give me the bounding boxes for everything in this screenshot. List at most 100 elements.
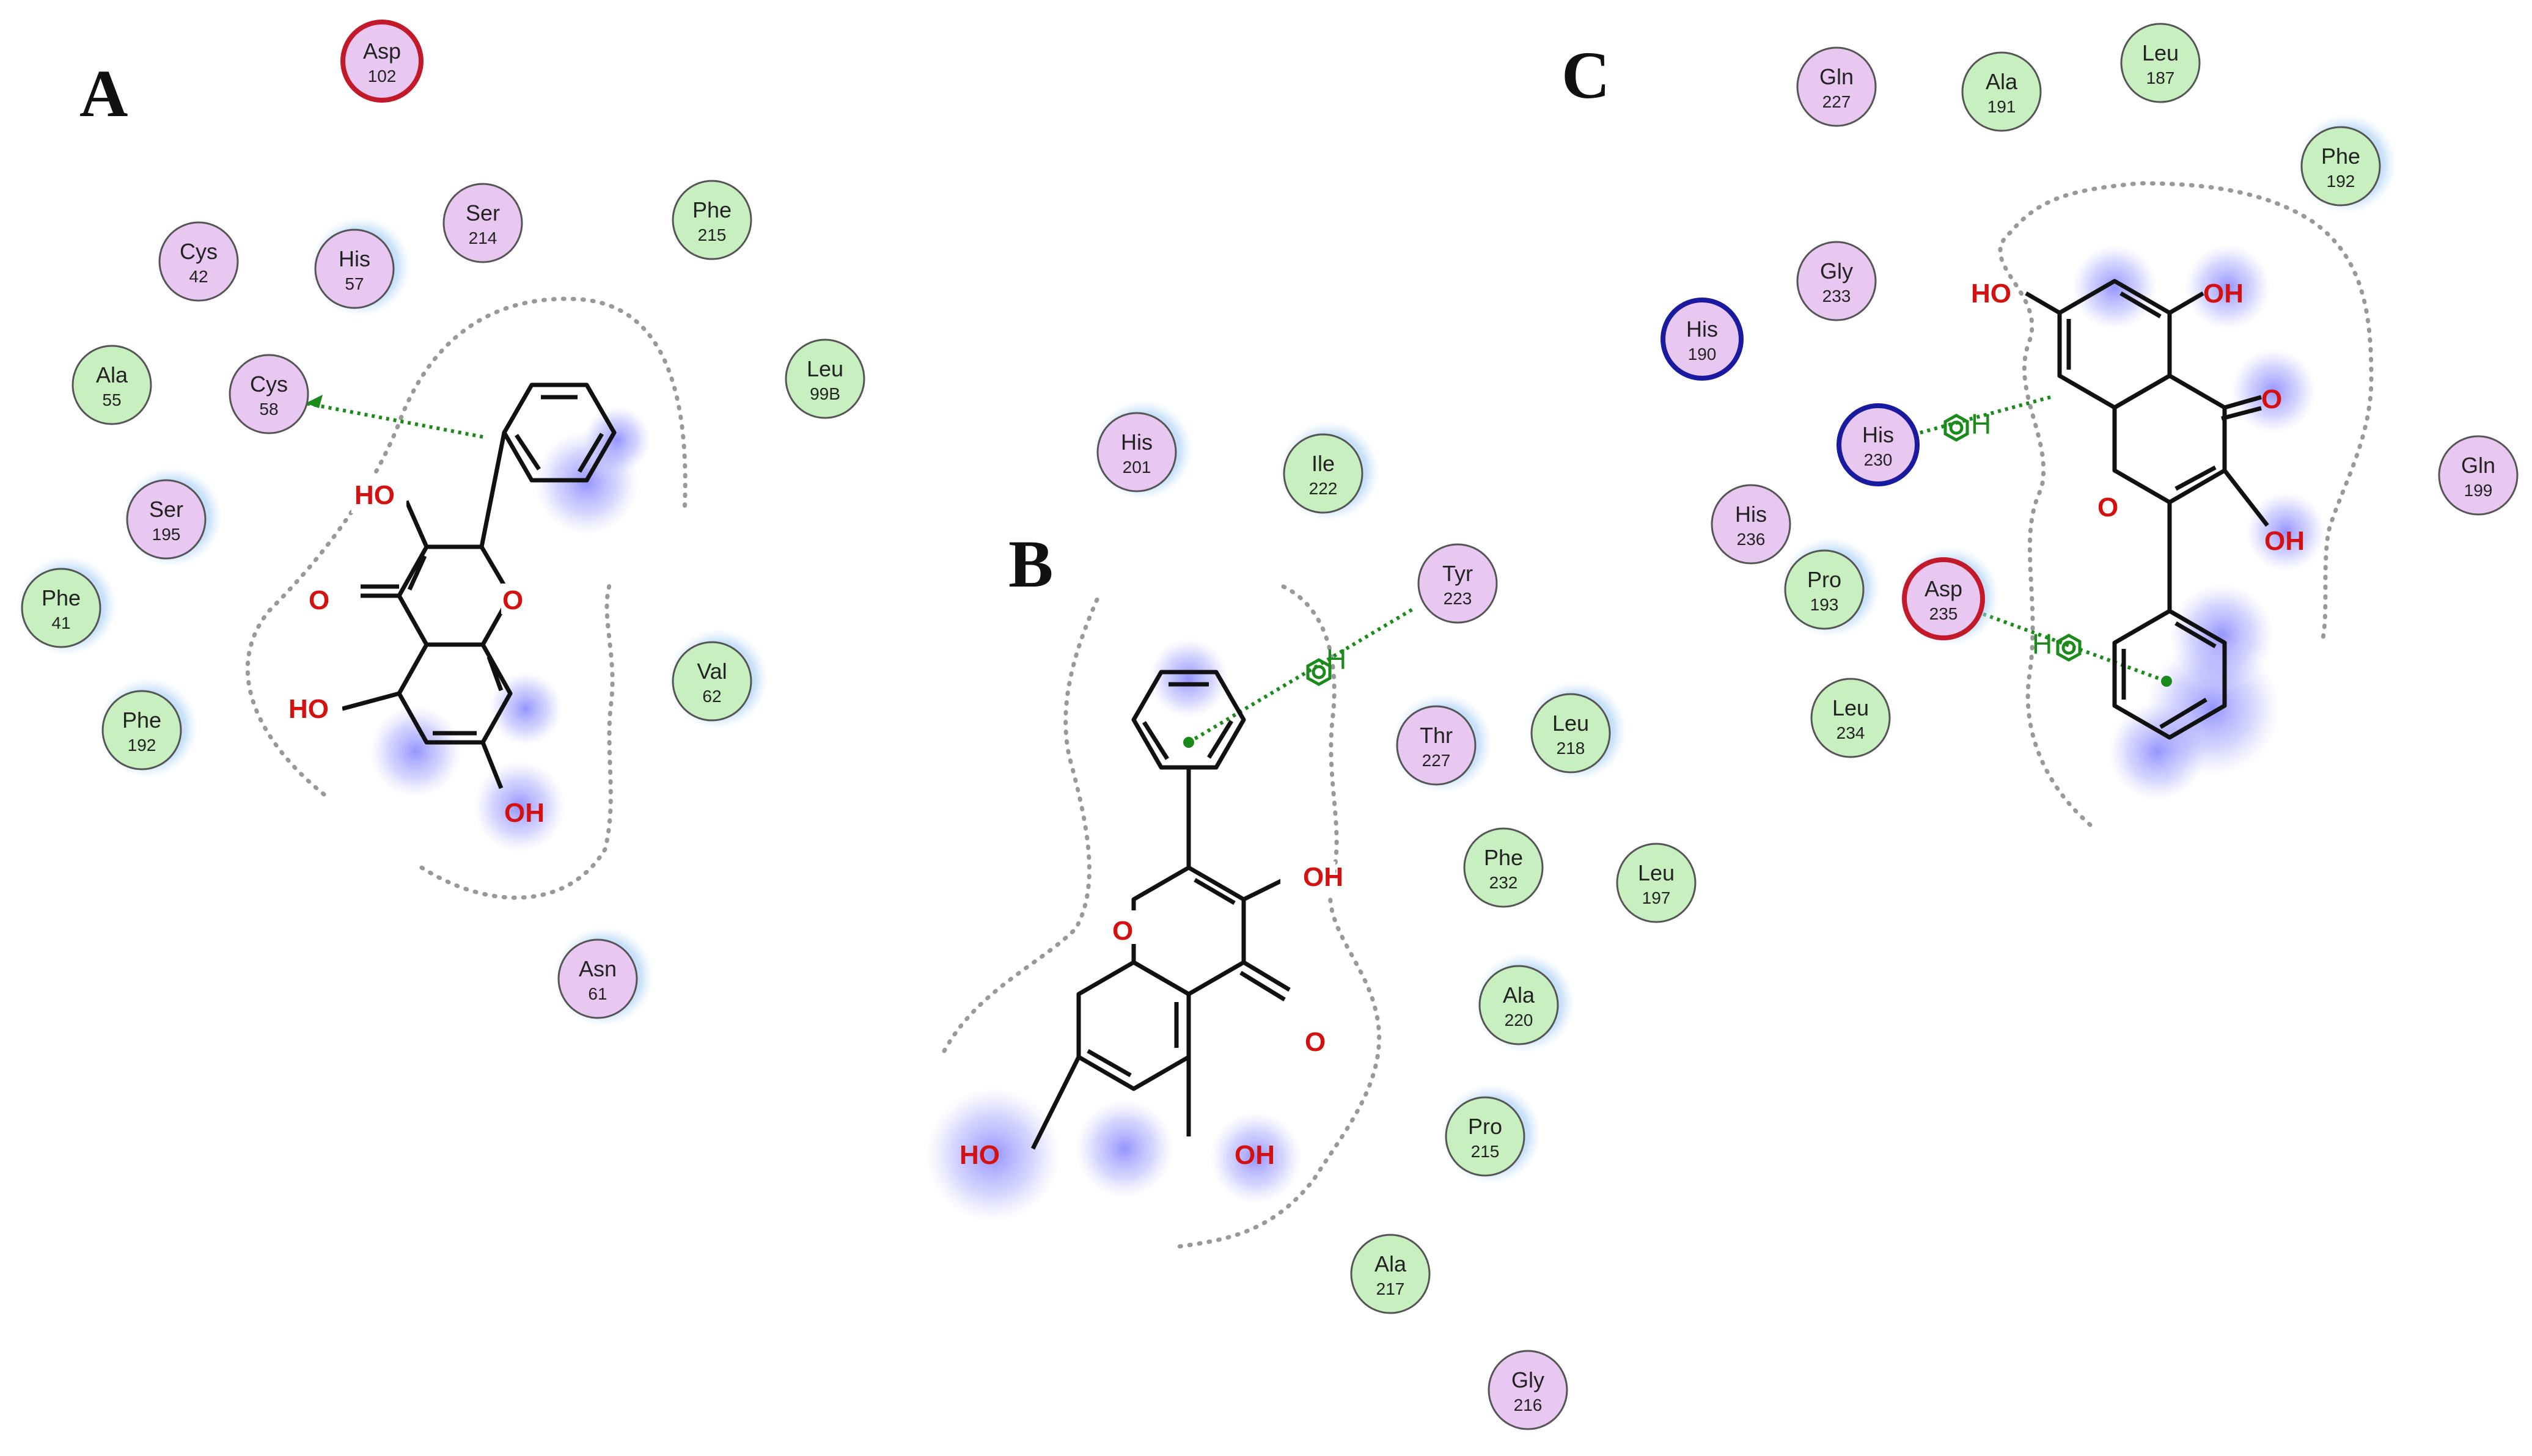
residue-name: Gly bbox=[1511, 1367, 1544, 1392]
interaction-line-a-cys58 bbox=[305, 401, 483, 439]
residue-disc bbox=[557, 938, 638, 1019]
residue-number: 218 bbox=[1557, 739, 1585, 758]
residue-disc bbox=[1530, 693, 1611, 774]
residue-number: 195 bbox=[152, 525, 181, 544]
residue-number: 102 bbox=[368, 67, 397, 86]
residue-ala-217: Ala 217 bbox=[1350, 1234, 1431, 1314]
residue-name: Ile bbox=[1312, 451, 1335, 476]
residue-name: Pro bbox=[1468, 1114, 1502, 1139]
pocket-contour-c-left bbox=[1998, 181, 2374, 827]
residue-number: 193 bbox=[1810, 595, 1839, 614]
residue-number: 236 bbox=[1737, 530, 1766, 549]
residue-number: 42 bbox=[189, 267, 208, 286]
residue-name: Tyr bbox=[1442, 561, 1473, 586]
residue-name: Ala bbox=[1503, 982, 1535, 1008]
residue-number: 217 bbox=[1376, 1279, 1405, 1298]
residue-number: 201 bbox=[1123, 458, 1151, 477]
residue-name: Cys bbox=[180, 239, 218, 264]
interaction-label-c-h2: H bbox=[2032, 628, 2052, 660]
ligand-b bbox=[1030, 670, 1291, 1150]
pocket-contour-b-right bbox=[1177, 584, 1382, 1249]
residue-disc bbox=[126, 479, 207, 560]
benzene-icon bbox=[1306, 658, 1332, 686]
residue-disc bbox=[1396, 705, 1477, 786]
benzene-icon bbox=[1943, 414, 1969, 442]
residue-number: 197 bbox=[1642, 888, 1671, 907]
residue-disc bbox=[1488, 1350, 1568, 1430]
residue-name: Leu bbox=[2142, 40, 2179, 65]
atom-label-b-2: O bbox=[1112, 916, 1133, 946]
residue-name: Ala bbox=[96, 362, 128, 387]
residue-number: 234 bbox=[1837, 723, 1865, 742]
residue-ala-55: Ala 55 bbox=[72, 345, 152, 425]
interaction-line-c-his230 bbox=[1915, 395, 2051, 436]
atom-label-b-4: HO bbox=[960, 1140, 1000, 1170]
residue-disc bbox=[1796, 46, 1877, 127]
atom-label-c-2: OH bbox=[2203, 279, 2244, 309]
residue-disc bbox=[1096, 412, 1177, 492]
residue-disc bbox=[442, 183, 523, 263]
residue-disc bbox=[1660, 298, 1744, 381]
residue-number: 233 bbox=[1822, 287, 1851, 305]
residue-disc bbox=[72, 345, 152, 425]
atom-label-b-1: OH bbox=[1303, 862, 1343, 892]
residue-discs: Asp102Cys42His57Ser214Phe215Ala55Cys58Le… bbox=[17, 20, 2519, 1430]
residue-name: Ser bbox=[149, 497, 183, 522]
residue-disc bbox=[785, 338, 865, 419]
residue-number: 214 bbox=[469, 229, 497, 247]
residue-disc bbox=[1784, 549, 1865, 630]
residue-disc bbox=[1902, 557, 1985, 640]
residue-disc bbox=[1350, 1234, 1431, 1314]
residue-disc bbox=[1810, 678, 1891, 758]
residue-number: 41 bbox=[51, 613, 70, 632]
residue-name: Asp bbox=[363, 38, 401, 64]
atom-label-a-3: HO bbox=[288, 694, 329, 724]
residue-ser-195: Ser 195 bbox=[122, 467, 222, 567]
residue-name: Asn bbox=[579, 956, 617, 981]
residue-number: 55 bbox=[102, 390, 121, 409]
binding-pocket-contours bbox=[245, 181, 2374, 1249]
residue-number: 216 bbox=[1514, 1396, 1543, 1414]
residue-number: 99B bbox=[810, 384, 840, 403]
residue-name: Ala bbox=[1374, 1251, 1407, 1276]
residue-disc bbox=[1445, 1096, 1525, 1177]
pocket-contour-a-inner bbox=[419, 578, 615, 900]
atom-label-c-3: O bbox=[2261, 384, 2282, 414]
residue-disc bbox=[2300, 126, 2381, 207]
atom-label-c-4: O bbox=[2097, 492, 2118, 522]
residue-number: 57 bbox=[345, 274, 364, 293]
residue-disc bbox=[2120, 23, 2201, 103]
residue-disc bbox=[1463, 827, 1544, 908]
residue-name: Gln bbox=[2461, 453, 2495, 478]
residue-name: Asp bbox=[1925, 576, 1962, 601]
residue-ile-222: Ile 222 bbox=[1279, 421, 1379, 521]
panel-label-b: B bbox=[1008, 527, 1053, 601]
atom-label-c-5: OH bbox=[2264, 526, 2305, 556]
residue-disc bbox=[2438, 435, 2519, 516]
residue-disc bbox=[1616, 843, 1697, 923]
residue-name: Phe bbox=[2321, 144, 2360, 169]
panel-label-c: C bbox=[1561, 38, 1610, 112]
residue-asp-102: Asp 102 bbox=[340, 20, 424, 103]
residue-name: Ala bbox=[1986, 69, 2018, 94]
residue-name: Cys bbox=[250, 371, 288, 397]
residue-disc bbox=[672, 180, 752, 260]
residue-name: Gly bbox=[1820, 258, 1853, 284]
residue-name: Gln bbox=[1819, 64, 1854, 89]
residue-disc bbox=[314, 229, 395, 309]
residue-number: 191 bbox=[1987, 97, 2016, 116]
residue-name: His bbox=[1686, 316, 1718, 342]
residue-number: 227 bbox=[1422, 751, 1451, 770]
residue-number: 222 bbox=[1309, 479, 1338, 498]
residue-disc bbox=[1711, 484, 1791, 565]
residue-number: 199 bbox=[2464, 481, 2493, 500]
